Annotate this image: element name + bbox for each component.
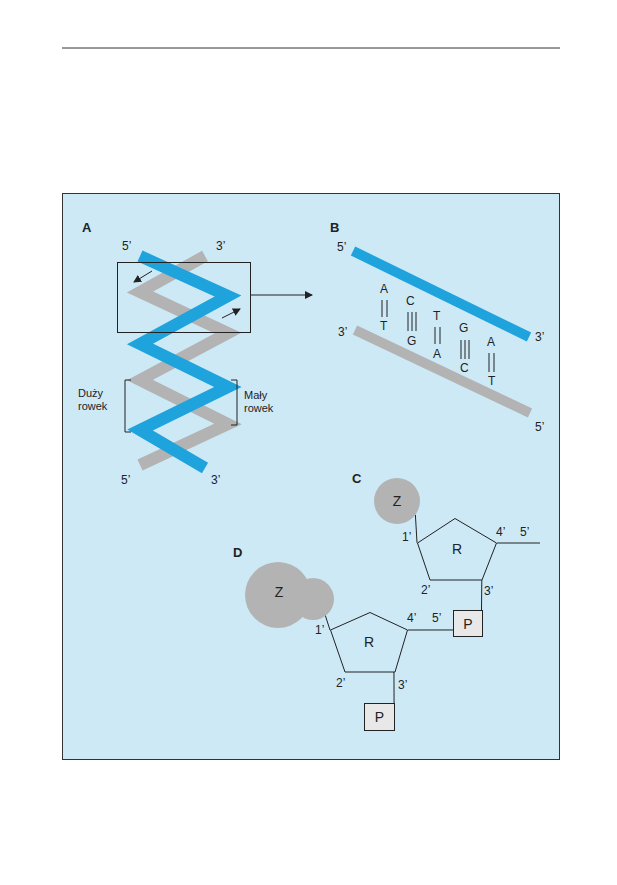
shape-outline xyxy=(245,562,335,622)
panel-letter: D xyxy=(233,546,242,561)
strand xyxy=(353,251,529,337)
carbon-number: 1’ xyxy=(402,531,411,545)
bond-line xyxy=(408,629,453,630)
node-text: Z xyxy=(275,584,284,600)
carbon-number: 2’ xyxy=(336,677,345,691)
bond-line xyxy=(325,615,330,630)
zoom-arrow xyxy=(250,295,312,296)
strand-end: 5’ xyxy=(337,241,346,255)
strand-end: 5’ xyxy=(121,474,130,488)
strand-end: 3’ xyxy=(338,326,347,340)
base: T xyxy=(488,375,495,389)
node-text: R xyxy=(452,541,462,557)
node-text: Z xyxy=(393,493,402,509)
carbon-number: 1’ xyxy=(315,624,324,638)
carbon-number: 4’ xyxy=(496,526,505,540)
base: A xyxy=(487,336,495,350)
phosphate-box: P xyxy=(453,610,483,637)
strand-end: 5’ xyxy=(535,421,544,435)
groove-label: Duży rowek xyxy=(78,387,120,412)
base: G xyxy=(407,335,416,349)
header-rule xyxy=(62,48,560,49)
bracket xyxy=(231,380,237,425)
carbon-number: 2’ xyxy=(421,584,430,598)
base: A xyxy=(380,283,388,297)
bond-line xyxy=(393,672,394,703)
base: C xyxy=(460,362,469,376)
panel-letter: A xyxy=(82,221,91,236)
strand-end: 3’ xyxy=(535,331,544,345)
bond-line xyxy=(481,580,482,610)
node-text: P xyxy=(463,616,472,632)
carbon-number: 3’ xyxy=(398,679,407,693)
strand xyxy=(355,330,530,413)
sugar-pentagon: R xyxy=(417,518,497,580)
panel-letter: B xyxy=(330,221,339,236)
carbon-number: 3’ xyxy=(484,585,493,599)
groove-label: Mały rowek xyxy=(244,389,286,414)
hydrogen-bonds xyxy=(382,300,494,372)
base: T xyxy=(433,310,440,324)
small-arrow xyxy=(134,271,152,282)
node-text: P xyxy=(375,709,384,725)
strand-end: 5’ xyxy=(122,240,131,254)
sugar-pentagon: R xyxy=(330,612,408,672)
zoom-box xyxy=(118,263,251,333)
base-circle: Z xyxy=(374,478,420,524)
strand-end: 3’ xyxy=(216,240,225,254)
leader-line xyxy=(497,543,540,544)
helix xyxy=(140,256,228,468)
carbon-number: 4’ xyxy=(407,612,416,626)
base: T xyxy=(380,320,387,334)
base: G xyxy=(459,322,468,336)
panel xyxy=(63,194,560,760)
phosphate-box: P xyxy=(364,703,395,731)
panel-letter: C xyxy=(352,472,361,487)
strand-end: 3’ xyxy=(211,474,220,488)
base: A xyxy=(433,348,441,362)
base-circle: Z xyxy=(245,562,335,622)
base: C xyxy=(406,295,415,309)
bond-line xyxy=(415,515,417,543)
bracket xyxy=(125,380,131,432)
carbon-number: 5’ xyxy=(520,526,529,540)
node-text: R xyxy=(364,634,374,650)
small-arrow xyxy=(222,309,240,318)
carbon-number: 5’ xyxy=(432,612,441,626)
